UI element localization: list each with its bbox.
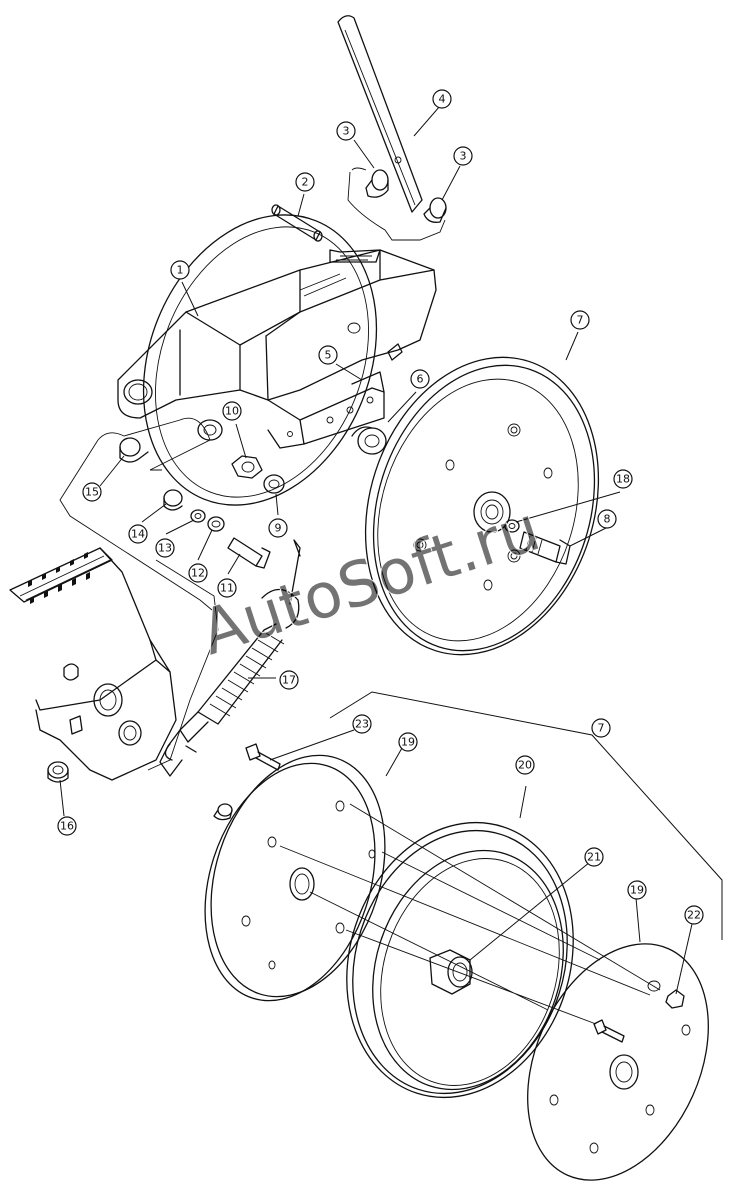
- callout-23: 23: [352, 714, 372, 734]
- mounting-arm: [9, 547, 177, 781]
- bolt-11: [227, 537, 271, 569]
- svg-text:18: 18: [616, 473, 630, 486]
- callout-3-left: 3: [336, 121, 356, 141]
- washer-18: [504, 519, 520, 533]
- nut-22: [665, 989, 685, 1009]
- bolt-23: [245, 743, 281, 771]
- leader-lines: [59, 105, 693, 995]
- svg-text:12: 12: [191, 567, 205, 580]
- callout-4: 4: [432, 89, 452, 109]
- svg-text:7: 7: [577, 314, 584, 327]
- pin: [271, 204, 323, 242]
- callout-12: 12: [188, 563, 208, 583]
- wheel-7-upper: [364, 356, 600, 656]
- callout-7-upper: 7: [570, 310, 590, 330]
- washer-13: [190, 509, 206, 523]
- bushing-15: [119, 419, 223, 463]
- svg-text:9: 9: [275, 522, 282, 535]
- svg-text:15: 15: [85, 486, 99, 499]
- callout-14: 14: [128, 524, 148, 544]
- bushing-right: [423, 197, 447, 223]
- main-frame: [117, 214, 437, 506]
- callout-5: 5: [318, 345, 338, 365]
- washer-9: [263, 474, 285, 494]
- disc-19-left: [204, 754, 386, 1002]
- alignment-lines: [279, 803, 661, 1025]
- washer-12: [207, 516, 225, 532]
- callout-6: 6: [410, 369, 430, 389]
- callout-10: 10: [222, 401, 242, 421]
- svg-text:23: 23: [355, 718, 369, 731]
- bolt-lower-right: [593, 1019, 625, 1043]
- svg-text:8: 8: [604, 513, 611, 526]
- svg-text:3: 3: [343, 125, 350, 138]
- callout-22: 22: [684, 905, 704, 925]
- callout-3-right: 3: [453, 146, 473, 166]
- nut-lower-left: [213, 803, 233, 821]
- callout-19-left: 19: [398, 732, 418, 752]
- callout-11: 11: [217, 578, 237, 598]
- svg-text:13: 13: [158, 542, 172, 555]
- svg-text:10: 10: [225, 405, 239, 418]
- bushing-left: [365, 169, 389, 198]
- disc-19-right: [527, 943, 709, 1181]
- spring-17: [159, 539, 301, 777]
- callout-7-lower: 7: [591, 718, 611, 738]
- callout-16: 16: [57, 816, 77, 836]
- hub-21: [429, 949, 473, 995]
- svg-text:19: 19: [401, 736, 415, 749]
- callout-1: 1: [170, 260, 190, 280]
- group-7-bracket: [329, 691, 723, 940]
- svg-text:5: 5: [325, 349, 332, 362]
- svg-text:22: 22: [687, 909, 701, 922]
- svg-text:3: 3: [460, 150, 467, 163]
- lever-handle: [337, 15, 423, 213]
- nut-16: [47, 761, 69, 783]
- svg-text:16: 16: [60, 820, 74, 833]
- callout-18: 18: [613, 469, 633, 489]
- callout-20: 20: [515, 755, 535, 775]
- tyre-20: [346, 821, 574, 1099]
- callout-9: 9: [268, 518, 288, 538]
- callout-2: 2: [295, 172, 315, 192]
- callout-8: 8: [597, 509, 617, 529]
- svg-text:7: 7: [598, 722, 605, 735]
- svg-text:19: 19: [630, 884, 644, 897]
- svg-text:20: 20: [518, 759, 532, 772]
- svg-text:17: 17: [282, 674, 296, 687]
- nut-10: [231, 455, 263, 479]
- svg-text:11: 11: [220, 582, 234, 595]
- svg-text:6: 6: [417, 373, 424, 386]
- callout-19-right: 19: [627, 880, 647, 900]
- svg-text:21: 21: [587, 851, 601, 864]
- callout-15: 15: [82, 482, 102, 502]
- svg-text:14: 14: [131, 528, 145, 541]
- callout-13: 13: [155, 538, 175, 558]
- watermark: AutoSoft.ru: [192, 491, 548, 669]
- svg-text:4: 4: [439, 93, 446, 106]
- callout-21: 21: [584, 847, 604, 867]
- callout-17: 17: [279, 670, 299, 690]
- bolt-8: [519, 531, 571, 565]
- bushing-14: [163, 489, 183, 511]
- washer-6: [351, 426, 387, 455]
- svg-text:1: 1: [177, 264, 184, 277]
- svg-text:2: 2: [302, 176, 309, 189]
